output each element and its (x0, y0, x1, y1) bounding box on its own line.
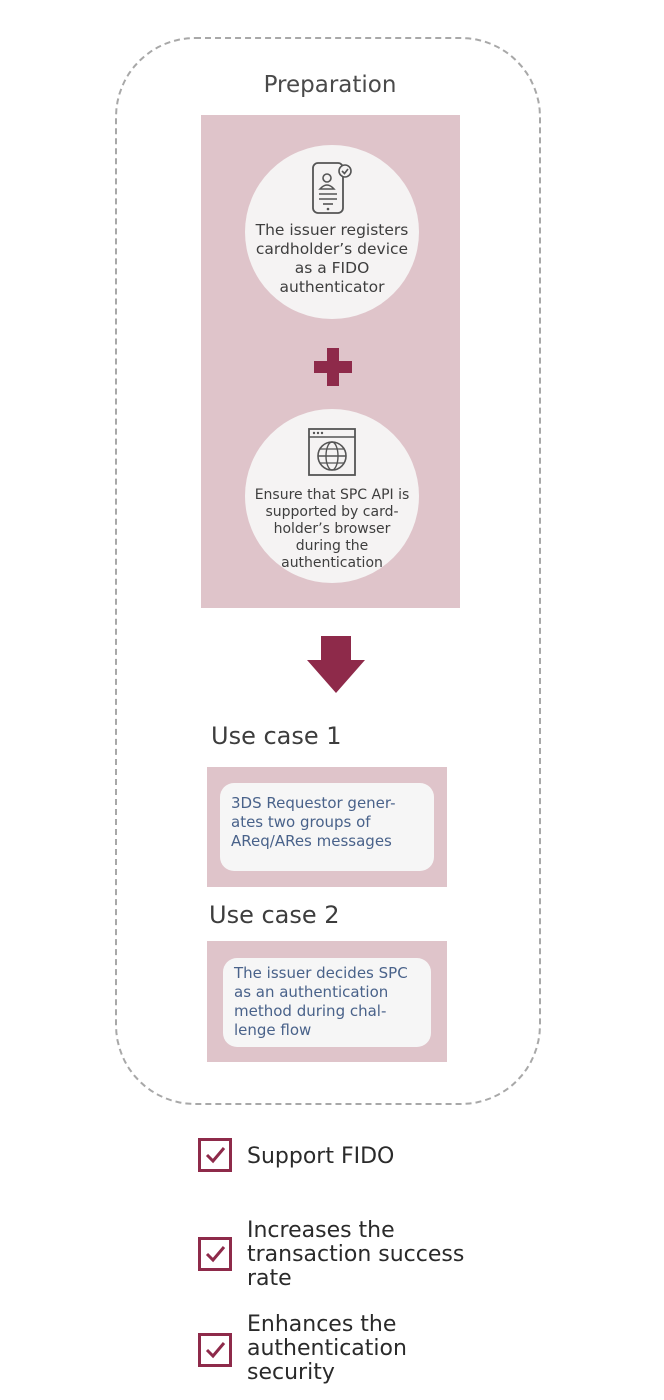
checkbox-icon (198, 1138, 232, 1172)
plus-icon (314, 348, 352, 386)
browser-globe-icon (308, 428, 356, 476)
benefit-label: Increases the transaction success rate (247, 1218, 465, 1291)
preparation-panel: The issuer registers cardholder’s device… (201, 115, 460, 608)
preparation-frame (115, 37, 541, 1105)
checkbox-icon (198, 1237, 232, 1271)
use-case-1-text: 3DS Requestor gener-ates two groups of A… (220, 783, 434, 871)
checkbox-icon (198, 1333, 232, 1367)
step-text-fido: The issuer registers cardholder’s device… (255, 221, 409, 296)
use-case-1-panel: 3DS Requestor gener-ates two groups of A… (207, 767, 447, 887)
use-case-1-title: Use case 1 (211, 722, 342, 750)
mobile-id-icon (312, 162, 352, 214)
step-circle-fido: The issuer registers cardholder’s device… (245, 145, 419, 319)
use-case-2-title: Use case 2 (209, 901, 340, 929)
use-case-2-panel: The issuer decides SPC as an authenticat… (207, 941, 447, 1062)
use-case-2-text: The issuer decides SPC as an authenticat… (223, 958, 431, 1047)
step-circle-spc: Ensure that SPC API is supported by card… (245, 409, 419, 583)
preparation-title: Preparation (263, 72, 397, 98)
benefit-label: Enhances the authentication security (247, 1312, 407, 1385)
benefit-label: Support FIDO (247, 1144, 395, 1169)
down-arrow-icon (307, 636, 365, 693)
step-text-spc: Ensure that SPC API is supported by card… (254, 487, 410, 571)
